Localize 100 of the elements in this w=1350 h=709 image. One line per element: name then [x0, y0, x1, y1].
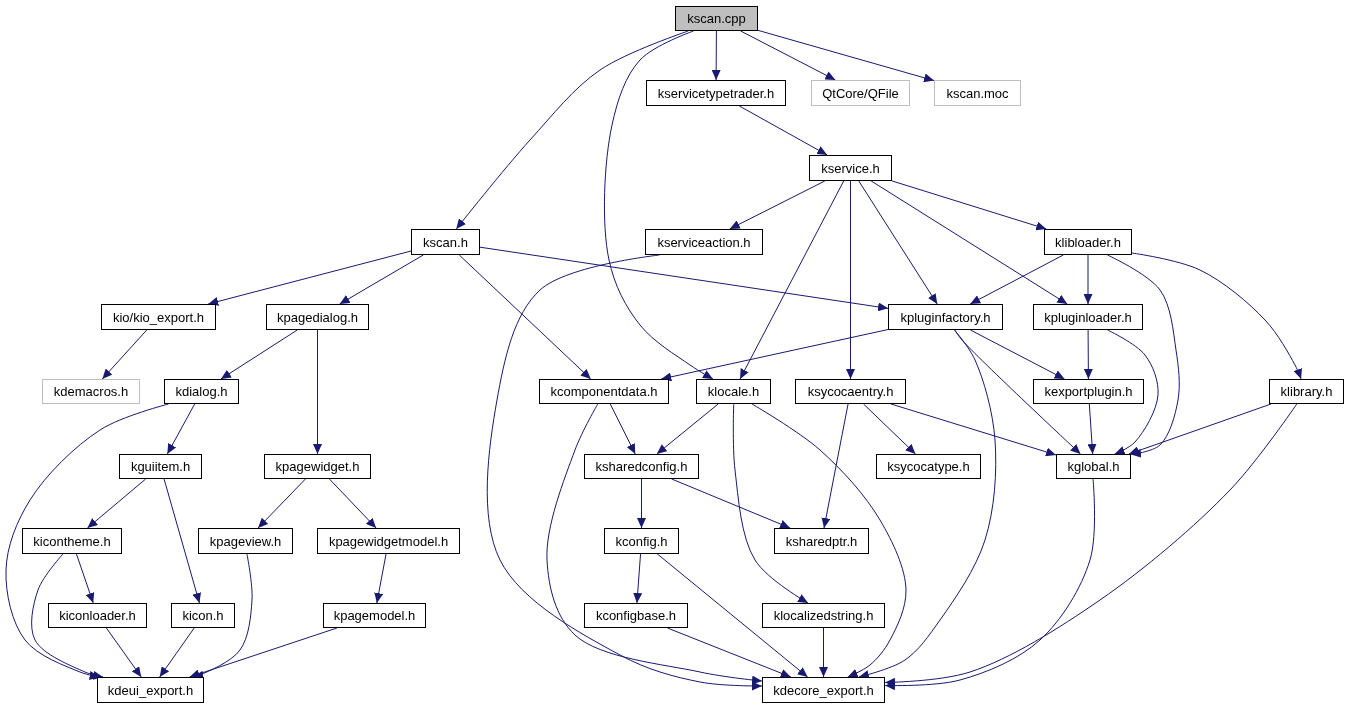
arrow [757, 29, 935, 83]
arrow [884, 478, 1095, 691]
file-box [604, 528, 679, 554]
arrow [819, 627, 828, 678]
arrow [101, 329, 148, 380]
file-name: klibloader.h [1055, 234, 1121, 250]
file-name: kconfigbase.h [595, 608, 677, 623]
arrow [671, 478, 791, 529]
file-box [22, 528, 122, 554]
file-box [1056, 454, 1131, 479]
file-box [811, 80, 910, 106]
arrow [666, 627, 792, 678]
file-box [645, 229, 763, 255]
file-box [48, 603, 147, 628]
file-box [1033, 304, 1143, 330]
file-name: kconfig.h [615, 533, 668, 549]
arrow [858, 180, 938, 305]
arrow [656, 403, 719, 455]
file-box [171, 603, 235, 628]
file-name: kdialog.h [175, 384, 228, 399]
file-name: ksycocaentry.h [807, 384, 894, 399]
arrow [1107, 254, 1180, 458]
file-box [1033, 379, 1144, 404]
arrow [656, 553, 809, 678]
arrow [75, 553, 95, 604]
file-box [1044, 229, 1132, 255]
file-name: kscan.moc [946, 85, 1009, 101]
file-name: kservicetypetrader.h [657, 85, 775, 101]
arrow [220, 329, 298, 380]
file-box [584, 454, 699, 479]
file-name: kdecore_export.h [773, 682, 874, 698]
arrow [740, 30, 836, 81]
file-name: kpagewidget.h [275, 459, 360, 474]
file-box [264, 454, 371, 479]
file-name: kscan.h [423, 234, 468, 250]
arrow [954, 329, 1081, 455]
arrow [891, 180, 1047, 231]
file-name: kpluginloader.h [1044, 309, 1132, 325]
arrow [711, 30, 721, 81]
file-box [888, 304, 1003, 330]
arrow [257, 478, 306, 529]
arrow [486, 254, 763, 691]
arrow [166, 403, 196, 455]
file-name: kscan.cpp [687, 11, 746, 26]
file-name: kpluginfactory.h [900, 309, 991, 325]
file-name: kcomponentdata.h [550, 384, 658, 399]
file-box [164, 379, 239, 404]
file-name: kio/kio_export.h [112, 309, 205, 325]
arrow [732, 403, 809, 604]
arrow [637, 478, 646, 529]
file-name: kpageview.h [209, 533, 282, 549]
arrow [603, 30, 714, 380]
file-name: kicon.h [182, 608, 224, 623]
file-name: QtCore/QFile [822, 85, 899, 101]
arrow [969, 254, 1064, 305]
file-box [774, 528, 869, 554]
file-box [119, 454, 202, 479]
arrow [821, 403, 849, 529]
file-name: kserviceaction.h [657, 234, 751, 250]
file-name: kpagemodel.h [333, 608, 416, 623]
arrow [729, 180, 826, 230]
arrow [739, 180, 845, 380]
file-box [762, 603, 885, 628]
file-name: kglobal.h [1067, 459, 1120, 474]
file-name: klocalizedstring.h [773, 608, 874, 623]
arrow [339, 254, 424, 305]
arrow [455, 30, 689, 230]
file-box [934, 80, 1021, 106]
arrow [189, 627, 338, 679]
file-box [876, 454, 981, 479]
file-box [266, 304, 369, 330]
arrow [159, 627, 195, 678]
arrow [870, 180, 1068, 305]
arrow [328, 478, 377, 529]
file-box [323, 603, 426, 628]
file-name: ksharedptr.h [785, 533, 858, 549]
arrow [1083, 329, 1093, 380]
arrow [846, 180, 855, 380]
file-box [411, 229, 480, 255]
file-name: klocale.h [707, 384, 760, 399]
arrow [633, 553, 643, 604]
file-name: ksharedconfig.h [595, 459, 688, 474]
arrow [313, 329, 322, 455]
file-box [97, 677, 204, 703]
file-box [646, 80, 786, 106]
arrow [479, 246, 889, 312]
file-box [762, 677, 885, 703]
arrow [1128, 403, 1272, 455]
file-box [1269, 379, 1344, 404]
file-box [198, 528, 293, 554]
file-name: kpagedialog.h [277, 309, 358, 325]
file-name: kiconloader.h [59, 608, 136, 623]
file-box [675, 6, 758, 31]
arrow [458, 254, 592, 380]
arrow [86, 478, 147, 529]
file-name: kpagewidgetmodel.h [328, 533, 449, 549]
arrow [609, 403, 636, 455]
arrow [31, 553, 104, 680]
arrow [751, 403, 907, 678]
file-box [696, 379, 771, 404]
